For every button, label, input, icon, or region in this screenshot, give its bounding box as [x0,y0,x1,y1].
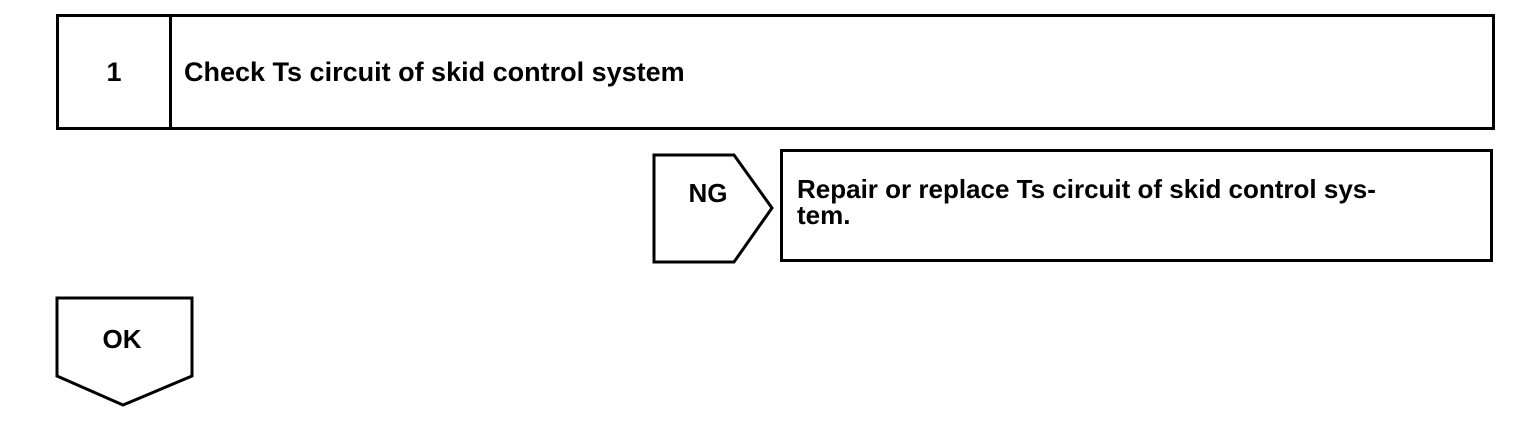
ng-result-text: Repair or replace Ts circuit of skid con… [797,174,1376,230]
ng-result-box: Repair or replace Ts circuit of skid con… [780,149,1493,262]
ok-label: OK [102,323,142,354]
ok-arrow-shape [55,296,194,407]
step-number: 1 [59,17,172,127]
ok-arrow-outline [55,296,194,407]
step-title: Check Ts circuit of skid control system [184,56,685,87]
step-box: 1 Check Ts circuit of skid control syste… [56,14,1495,130]
ng-arrow-outline [652,153,774,264]
ng-label: NG [688,177,728,208]
ng-arrow-shape [652,153,774,264]
